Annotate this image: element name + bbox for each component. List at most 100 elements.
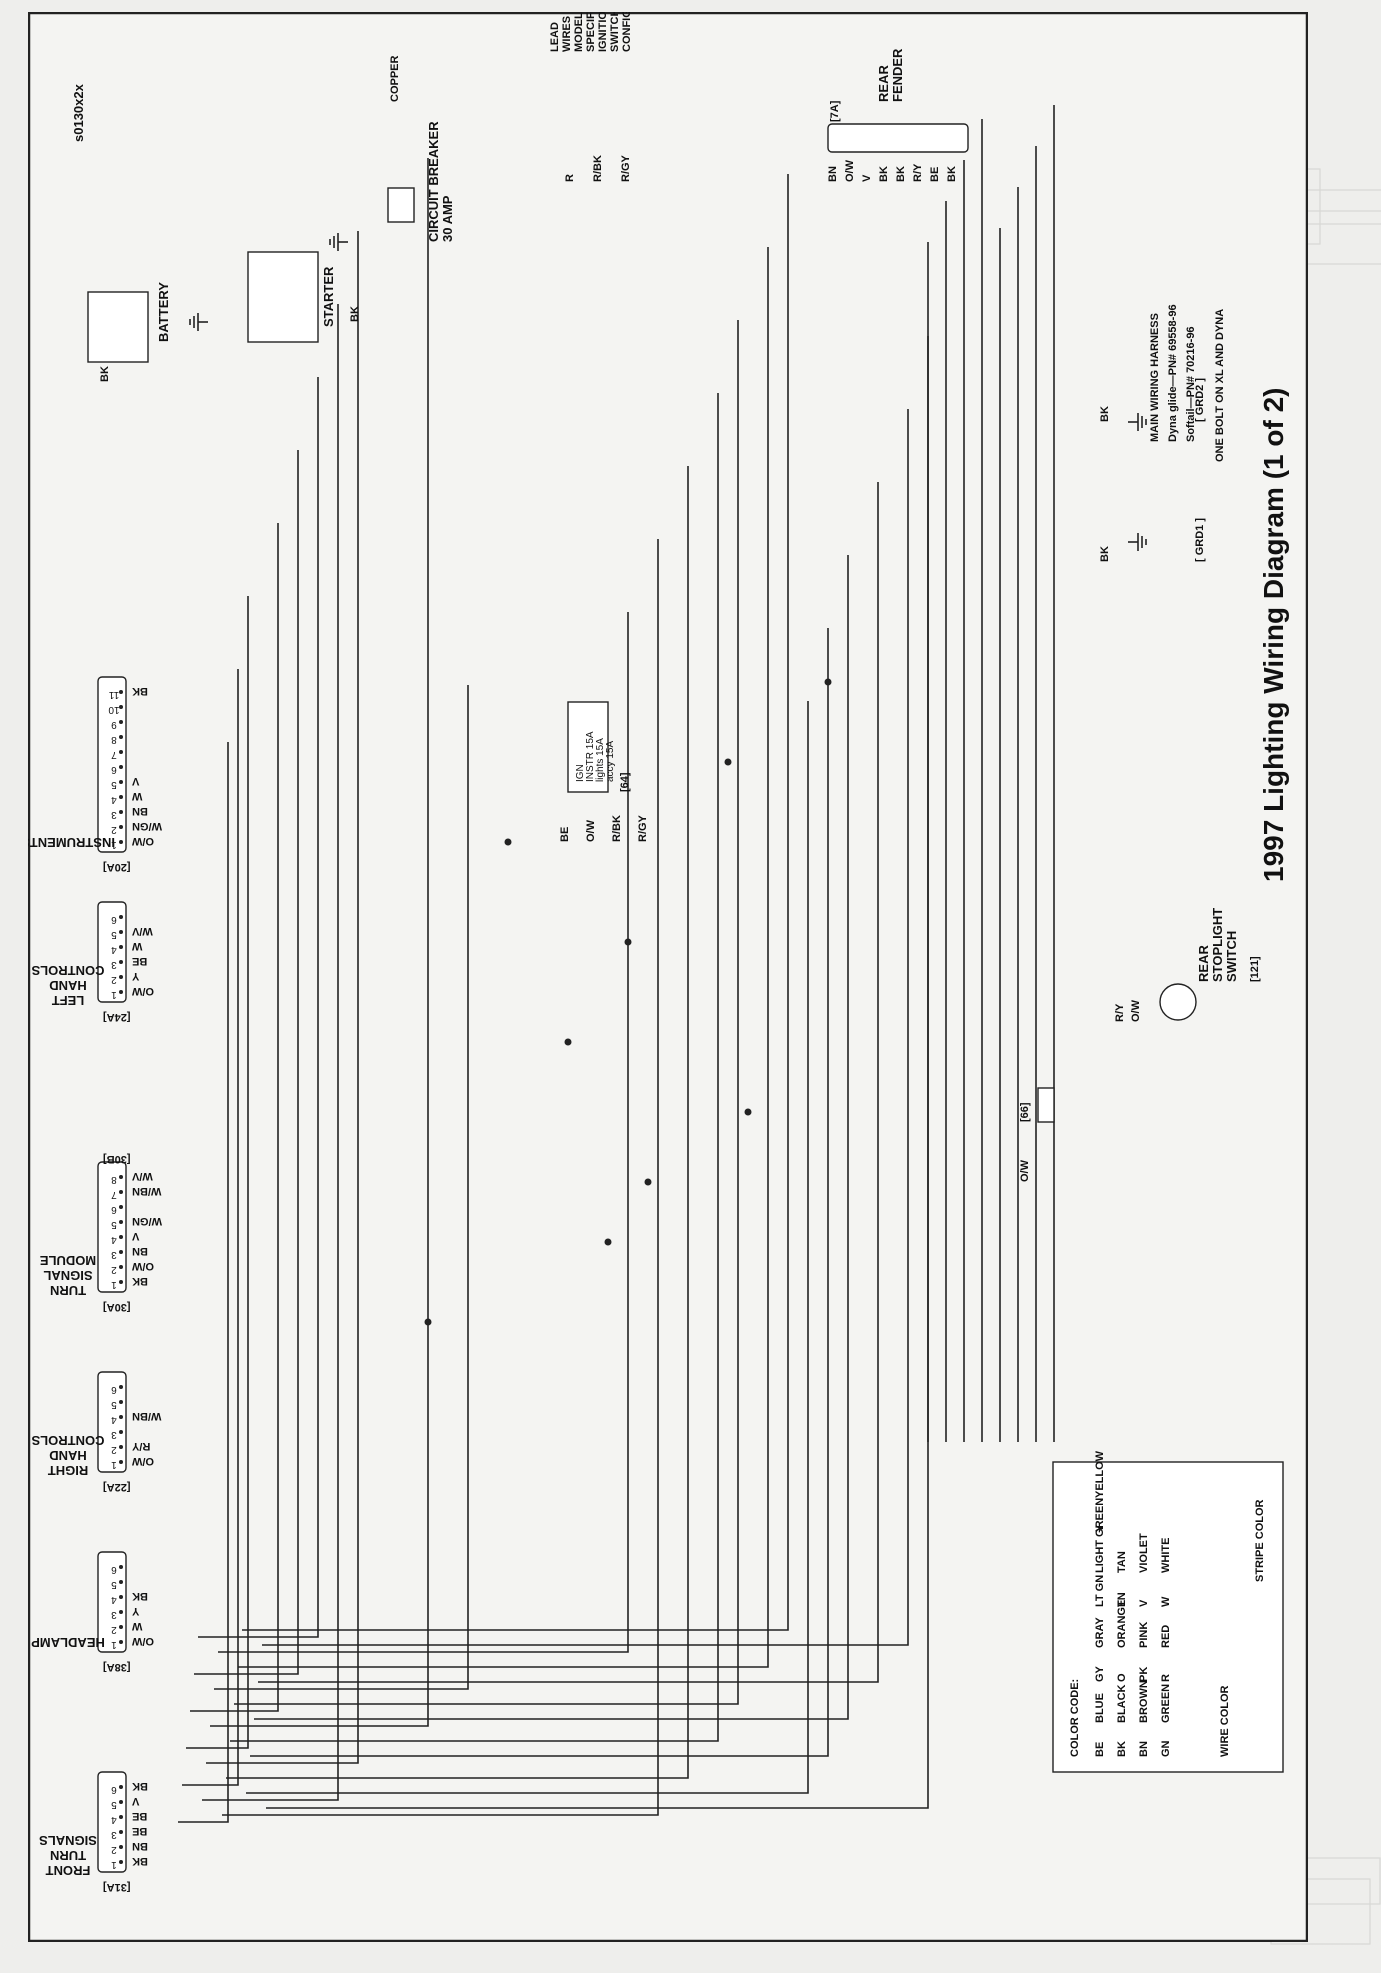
wire-color-label: W/V [131,1170,152,1182]
wire-color-label: BK [132,1275,148,1287]
color-code-abbr: GN [1160,1740,1172,1757]
connector-pin [119,990,123,994]
ground2-wire-label: BK [1099,406,1111,422]
connector-pin-number: 5 [111,1579,117,1590]
diagram-frame: 1997 Lighting Wiring Diagram (1 of 2)s01… [28,12,1308,1942]
connector-ref: [38A] [103,1661,131,1673]
wire-color-label: W/BN [132,1185,161,1197]
connector-name: HAND [49,978,87,993]
color-code-name: VIOLET [1138,1533,1150,1573]
connector-pin [119,1190,123,1194]
connector-pin-number: 4 [111,1234,117,1245]
splice-dot [424,1318,432,1326]
connector-pin [119,1610,123,1614]
harness-wire [222,539,659,1816]
connector-pin-number: 8 [111,734,117,745]
connector-pin [119,1625,123,1629]
wire-color-label: W/GN [132,820,162,832]
fuse-label: INSTR 15A [585,731,596,782]
wire-color-label: BN [132,1840,148,1852]
color-code-name: WHITE [1160,1538,1172,1573]
wire-color-label: W [131,940,142,952]
connector-ref: [30A] [103,1301,131,1313]
connector-pin [119,1815,123,1819]
splice-dot [624,938,632,946]
connector-pin-number: 5 [111,1399,117,1410]
diagram-rotated: 1997 Lighting Wiring Diagram (1 of 2)s01… [28,12,1308,1942]
wire-color-label: Y [131,1605,139,1617]
connector-pin [119,1830,123,1834]
wire-color-label: V [131,775,139,787]
harness-wire [186,596,249,1749]
connector-pin [119,1175,123,1179]
ground-note-line: ONE BOLT ON XL AND DYNA [1214,309,1226,462]
stoplight-label-line: SWITCH [1224,931,1239,982]
wire-color-label: O/W [131,835,154,847]
wire-color-label: BE [132,1825,147,1837]
stripe-color-label: STRIPE COLOR [1254,1499,1266,1582]
starter-label: STARTER [321,266,336,327]
lead-wires-label-line: MODEL [573,12,585,52]
battery-wire-label: BK [99,366,111,382]
lead-wire-color: R/BK [592,155,604,182]
connector-ref: [20A] [103,861,131,873]
connector-name: HEADLAMP [31,1635,105,1650]
color-code-abbr: R [1160,1674,1172,1682]
lead-wires-label-line: LEAD [549,22,561,52]
connector-pin [119,1785,123,1789]
color-code-abbr: PK [1138,1667,1150,1682]
wire-color-label: BK [132,685,148,697]
connector-pin-number: 6 [111,1384,117,1395]
color-code-abbr: GY [1094,1665,1106,1682]
harness-wire [234,320,739,1705]
connector-pin-number: 6 [111,1204,117,1215]
connector-pin-number: 11 [108,689,119,700]
connector-pin-number: 4 [111,944,117,955]
connector-name: LEFT [52,993,85,1008]
color-code-abbr: W [1160,1596,1172,1607]
connector-ref: [22A] [103,1481,131,1493]
rear-fender-wire-label: BN [827,166,839,182]
connector-pin-number: 5 [111,1799,117,1810]
stoplight-label-line: REAR [1196,945,1211,982]
splice-dot [504,838,512,846]
connector-pin-number: 1 [111,1459,117,1470]
harness-wire [178,742,229,1823]
connector-pin-number: 4 [111,1414,117,1425]
connector-pin-number: 1 [111,989,117,1000]
connector-pin [119,1800,123,1804]
connector-pin-number: 3 [111,809,117,820]
connector-name: SIGNAL [43,1268,92,1283]
connector-pin-number: 5 [111,929,117,940]
circuit-breaker-icon [387,187,415,223]
connector-pin [119,1205,123,1209]
wire-color-label: Y [131,970,139,982]
color-code-name: BLACK [1116,1684,1128,1723]
fuse-wire-label: O/W [585,819,597,842]
diode-ref: [66] [1019,1102,1031,1122]
lead-wire-color: R [564,174,576,182]
starter-icon [247,251,319,343]
color-code-abbr: LT GN [1094,1575,1106,1607]
connector-pin-number: 2 [111,1624,117,1635]
lead-wires-label-line: SWITCH [609,12,621,52]
rear-fender-label-line: FENDER [890,48,905,102]
color-code-name: RED [1160,1625,1172,1648]
connector-pin [119,1460,123,1464]
connector-pin-number: 5 [111,1219,117,1230]
connector-ref-2: [30B] [103,1153,131,1165]
connector-pin-number: 10 [108,704,120,715]
starter-wire-label: BK [349,306,361,322]
splice-dot [724,758,732,766]
connector-name: INSTRUMENTS [28,835,115,850]
connector-pin [119,765,123,769]
connector-pin [119,840,123,844]
splice-dot [564,1038,572,1046]
wire-color-label: W [131,790,142,802]
wire-color-label: O/W [131,1635,154,1647]
color-code-header: COLOR CODE: [1069,1679,1081,1757]
wiring-diagram: 1997 Lighting Wiring Diagram (1 of 2)s01… [28,12,1308,1942]
ground-symbol-icon [329,233,348,251]
